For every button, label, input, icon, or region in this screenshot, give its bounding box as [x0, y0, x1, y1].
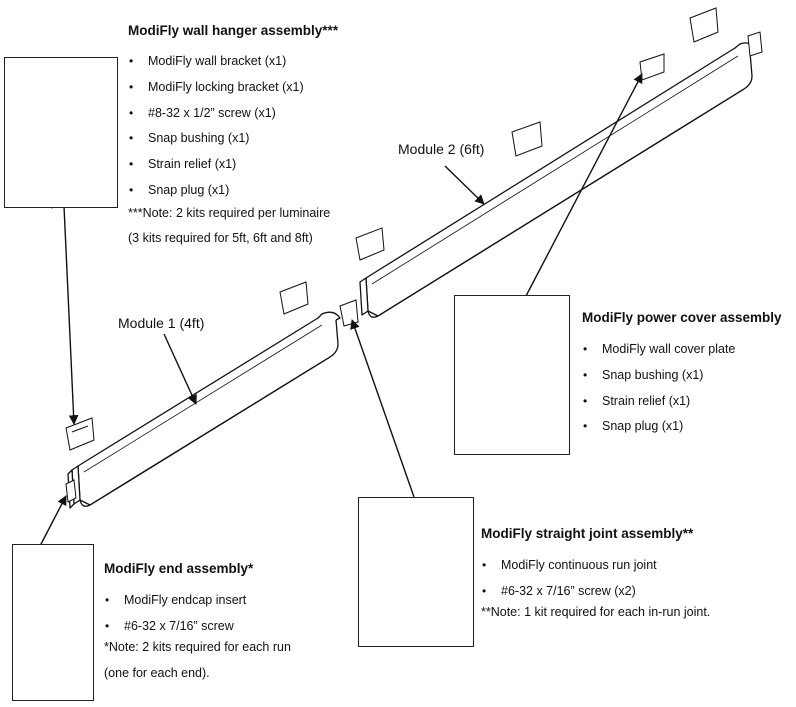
list-item: #8-32 x 1/2” screw (x1) — [128, 101, 304, 127]
wall-hanger-image-box — [4, 57, 118, 208]
straight-joint-note: **Note: 1 kit required for each in-run j… — [481, 605, 711, 619]
list-item: Snap plug (x1) — [128, 178, 304, 204]
end-assembly-note-2: (one for each end). — [104, 666, 210, 680]
straight-joint-title: ModiFly straight joint assembly** — [481, 526, 694, 541]
module-2-label: Module 2 (6ft) — [398, 141, 485, 157]
straight-joint-image-box — [358, 497, 474, 647]
wall-hanger-list: ModiFly wall bracket (x1) ModiFly lockin… — [128, 49, 304, 204]
list-item: ModiFly wall bracket (x1) — [128, 49, 304, 75]
wall-hanger-note-1: ***Note: 2 kits required per luminaire — [128, 206, 331, 220]
pointer-arrows — [39, 73, 643, 547]
list-item: Snap bushing (x1) — [128, 126, 304, 152]
module-1-fixture — [67, 311, 341, 509]
list-item: #6-32 x 7/16” screw — [104, 614, 246, 640]
list-item: ModiFly locking bracket (x1) — [128, 75, 304, 101]
list-item: ModiFly wall cover plate — [582, 337, 735, 363]
module-1-label: Module 1 (4ft) — [118, 315, 205, 331]
power-cover-image-box — [454, 295, 570, 455]
list-item: Strain relief (x1) — [128, 152, 304, 178]
wall-hanger-note-2: (3 kits required for 5ft, 6ft and 8ft) — [128, 231, 313, 245]
power-cover-list: ModiFly wall cover plate Snap bushing (x… — [582, 337, 735, 440]
end-assembly-note-1: *Note: 2 kits required for each run — [104, 640, 291, 654]
straight-joint-list: ModiFly continuous run joint #6-32 x 7/1… — [481, 553, 657, 605]
wall-hanger-title: ModiFly wall hanger assembly*** — [128, 23, 339, 38]
list-item: Snap bushing (x1) — [582, 363, 735, 389]
end-assembly-image-box — [12, 544, 94, 701]
power-cover-title: ModiFly power cover assembly — [582, 310, 782, 325]
list-item: ModiFly endcap insert — [104, 588, 246, 614]
list-item: Strain relief (x1) — [582, 389, 735, 415]
list-item: ModiFly continuous run joint — [481, 553, 657, 579]
end-assembly-title: ModiFly end assembly* — [104, 561, 254, 576]
list-item: Snap plug (x1) — [582, 414, 735, 440]
end-assembly-list: ModiFly endcap insert #6-32 x 7/16” scre… — [104, 588, 246, 640]
list-item: #6-32 x 7/16” screw (x2) — [481, 579, 657, 605]
module-2-fixture — [359, 42, 755, 318]
